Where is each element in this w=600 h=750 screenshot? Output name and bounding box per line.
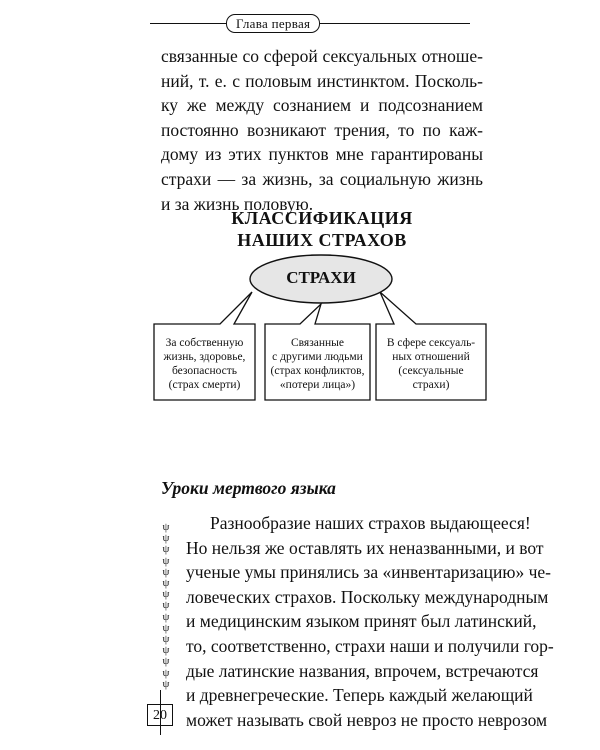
box-left-text: За собственную жизнь, здоровье, безопасн… xyxy=(154,336,255,392)
margin-ornament: ψ ψ ψ ψ ψ ψ ψ ψ ψ ψ ψ ψ ψ ψ ψ xyxy=(160,521,172,690)
ornament-glyph: ψ xyxy=(162,633,170,646)
ornament-glyph: ψ xyxy=(162,577,170,590)
ornament-glyph: ψ xyxy=(162,621,170,634)
section-paragraph: Разнообразие наших страхов выдающееся! Н… xyxy=(186,511,554,732)
text-line: и медицинским языком принят был латински… xyxy=(186,611,537,632)
center-ellipse xyxy=(249,254,393,304)
text-line: ку же между сознанием и подсознанием xyxy=(161,95,483,116)
ornament-glyph: ψ xyxy=(162,655,170,668)
box-text-line: ных отношений xyxy=(392,351,470,363)
box-text-line: За собственную xyxy=(165,337,244,349)
section-heading: Уроки мертвого языка xyxy=(161,478,336,498)
page-number: 20 xyxy=(147,704,173,726)
chapter-label: Глава первая xyxy=(226,14,321,33)
box-right xyxy=(375,291,487,401)
box-left xyxy=(153,291,256,401)
center-label: СТРАХИ xyxy=(286,268,356,287)
box-text-line: Связанные xyxy=(290,337,345,349)
ornament-glyph: ψ xyxy=(162,644,170,657)
box-text-line: с другими людьми xyxy=(272,351,363,363)
text-line: может называть свой невроз не просто нев… xyxy=(186,709,548,730)
text-line: постоянно возникают трения, то по каж- xyxy=(161,119,483,140)
text-line: дому из этих пунктов мне гарантированы xyxy=(161,144,483,165)
diagram-title-line: КЛАССИФИКАЦИЯ xyxy=(231,208,413,228)
ornament-glyph: ψ xyxy=(162,588,170,601)
ornament-glyph: ψ xyxy=(162,532,170,545)
ornament-glyph: ψ xyxy=(162,521,170,533)
text-line: Разнообразие наших страхов выдающееся! xyxy=(210,513,531,533)
box-text-line: страхи) xyxy=(412,379,450,391)
box-text-line: (страх конфликтов, xyxy=(270,365,365,377)
ornament-glyph: ψ xyxy=(162,543,170,556)
text-line: и древнегреческие. Теперь каждый желающи… xyxy=(186,685,533,706)
diagram-title-line: НАШИХ СТРАХОВ xyxy=(237,230,407,250)
box-text-line: (сексуальные xyxy=(398,365,464,377)
text-line: ний, т. е. с половым инстинктом. Посколь… xyxy=(161,70,483,91)
box-right-text: В сфере сексуаль- ных отношений (сексуал… xyxy=(376,336,486,392)
text-line: дые латинские названия, впрочем, встреча… xyxy=(186,660,539,681)
ornament-glyph: ψ xyxy=(162,554,170,567)
text-line: Но нельзя же оставлять их неназванными, … xyxy=(186,537,544,558)
box-text-line: безопасность xyxy=(171,365,238,377)
ornament-glyph: ψ xyxy=(162,666,170,679)
box-middle-text: Связанные с другими людьми (страх конфли… xyxy=(265,336,370,392)
box-text-line: В сфере сексуаль- xyxy=(386,337,476,349)
text-line: страхи — за жизнь, за социальную жизнь xyxy=(161,168,483,189)
ornament-glyph: ψ xyxy=(162,610,170,623)
box-text-line: (страх смерти) xyxy=(168,379,241,391)
ornament-glyph: ψ xyxy=(162,599,170,612)
intro-paragraph: связанные со сферой сексуальных отноше- … xyxy=(161,44,483,216)
text-line: то, соответственно, страхи наши и получи… xyxy=(186,635,554,656)
ornament-glyph: ψ xyxy=(162,565,170,578)
text-line: ловеческих страхов. Поскольку международ… xyxy=(186,586,549,607)
text-line: и за жизнь половую. xyxy=(161,193,314,214)
box-middle xyxy=(264,301,371,401)
margin-rule xyxy=(160,690,161,735)
diagram-title: КЛАССИФИКАЦИЯ НАШИХ СТРАХОВ xyxy=(161,207,483,251)
box-text-line: жизнь, здоровье, xyxy=(163,351,246,363)
text-line: связанные со сферой сексуальных отноше- xyxy=(161,46,483,66)
ornament-glyph: ψ xyxy=(162,677,170,690)
box-text-line: «потери лица») xyxy=(279,379,356,391)
fear-classification-diagram xyxy=(153,254,487,401)
text-line: ученые умы принялись за «инвентаризацию»… xyxy=(186,562,552,583)
